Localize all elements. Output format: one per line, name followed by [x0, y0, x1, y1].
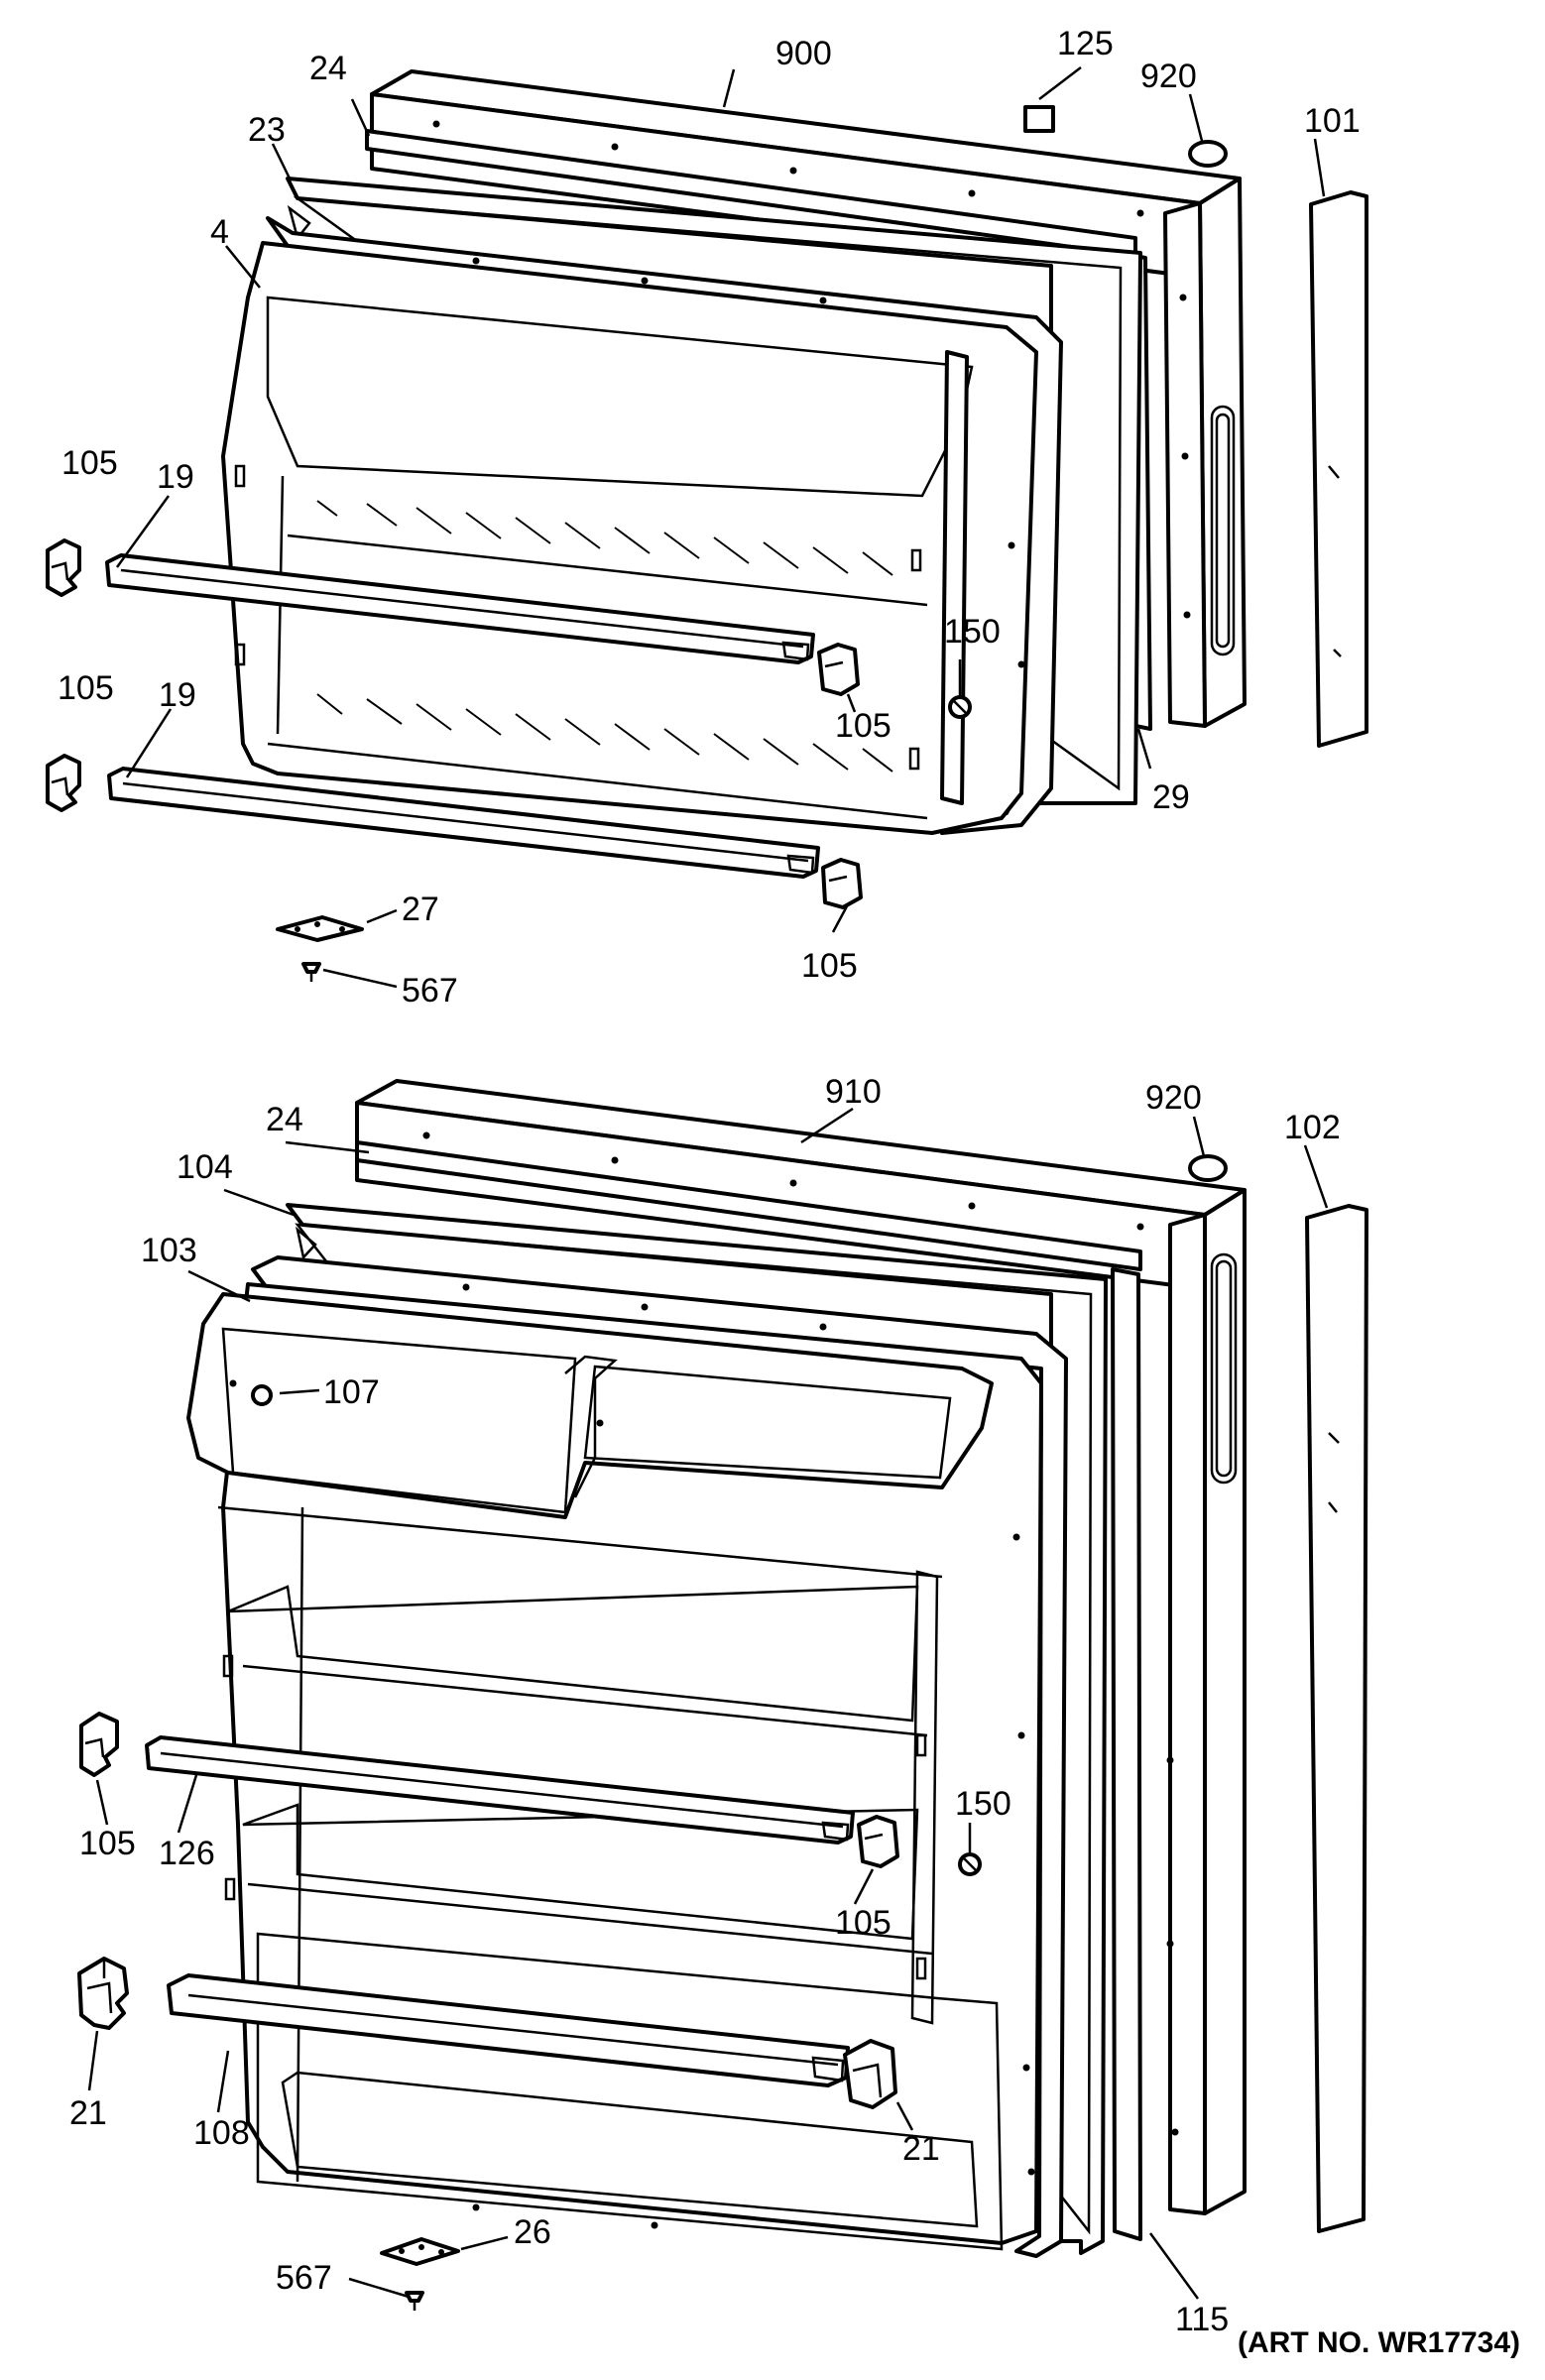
callout-126: 126: [159, 1835, 215, 1872]
shelf-bar-126: [145, 1735, 855, 1844]
bar-end-cap-105-lower-a: [79, 1712, 119, 1777]
callout-105-b: 105: [58, 669, 114, 707]
callout-27: 27: [402, 891, 439, 928]
door-liner-4: [221, 216, 1063, 835]
callout-150-lower: 150: [955, 1785, 1011, 1823]
upper-door-assembly: 900 125 920 101 24 23 4 105 19 105 19 15…: [46, 25, 1368, 1010]
screw-150-lower: [958, 1852, 982, 1876]
callout-567-upper: 567: [402, 972, 458, 1010]
bar-end-cap-105-c: [817, 643, 860, 696]
callout-23: 23: [248, 111, 286, 149]
plug-125: [1023, 105, 1055, 133]
callout-105-lower-b: 105: [835, 1904, 891, 1942]
outer-door-panel-900: [370, 69, 1247, 728]
callout-105-c: 105: [835, 707, 891, 745]
door-liner-gasket-24-lower: [355, 1140, 1142, 1271]
callouts-lower: 910 920 102 24 104 103 107 105 126 150 1…: [69, 1073, 1341, 2338]
trim-strip-102: [1305, 1204, 1368, 2233]
screw-150-upper: [948, 695, 972, 719]
shelf-bar-19-lower: [107, 767, 820, 879]
callout-29: 29: [1152, 778, 1190, 816]
bar-end-cap-21-b: [843, 2039, 897, 2109]
hinge-26: [380, 2237, 460, 2266]
callout-26: 26: [514, 2213, 551, 2251]
callout-24-upper: 24: [309, 50, 347, 87]
callouts-upper: 900 125 920 101 24 23 4 105 19 105 19 15…: [58, 25, 1361, 1010]
callout-21-b: 21: [902, 2130, 940, 2168]
callout-910: 910: [825, 1073, 882, 1111]
bar-end-cap-105-lower-b: [857, 1815, 899, 1868]
hinge-27: [276, 915, 364, 942]
callout-105-d: 105: [801, 947, 858, 985]
callout-125: 125: [1057, 25, 1114, 62]
callout-19-lower: 19: [159, 676, 196, 714]
screw-567-upper: [301, 962, 321, 982]
callout-108: 108: [193, 2114, 250, 2152]
callout-19-upper: 19: [157, 458, 194, 496]
shelf-bar-19-upper: [105, 553, 815, 664]
art-number: (ART NO. WR17734): [1238, 2326, 1520, 2359]
lower-door-assembly: 910 920 102 24 104 103 107 105 126 150 1…: [69, 1073, 1368, 2338]
callout-103: 103: [141, 1232, 197, 1269]
callout-102: 102: [1284, 1109, 1341, 1146]
callout-105-a: 105: [61, 444, 118, 482]
bar-end-cap-105-b: [46, 754, 81, 812]
leader-lines-upper: [115, 66, 1326, 989]
callout-104: 104: [177, 1148, 233, 1186]
screw-567-lower: [405, 2291, 424, 2311]
bar-end-cap-105-a: [46, 538, 81, 597]
callout-920-upper: 920: [1140, 58, 1197, 95]
callout-107: 107: [323, 1373, 380, 1411]
callout-900: 900: [775, 35, 832, 72]
shelf-hatching-upper: [316, 500, 893, 773]
screw-107: [251, 1384, 273, 1406]
callout-21-a: 21: [69, 2094, 107, 2132]
button-plug-920: [1188, 140, 1228, 168]
callout-105-lower-a: 105: [79, 1825, 136, 1862]
bar-end-cap-105-d: [821, 858, 863, 909]
callout-150-upper: 150: [944, 613, 1001, 651]
callout-24-lower: 24: [266, 1101, 303, 1138]
callout-101: 101: [1304, 102, 1361, 140]
callout-115: 115: [1175, 2301, 1229, 2338]
bar-end-cap-21-a: [77, 1957, 129, 2030]
trim-strip-101: [1309, 190, 1368, 748]
callout-920-lower: 920: [1145, 1079, 1202, 1117]
button-plug-920-lower: [1188, 1154, 1228, 1182]
breaker-strip-115: [1111, 1267, 1142, 2241]
callout-567-lower: 567: [276, 2259, 332, 2297]
leader-lines-lower: [87, 1107, 1329, 2300]
callout-4: 4: [210, 213, 229, 251]
